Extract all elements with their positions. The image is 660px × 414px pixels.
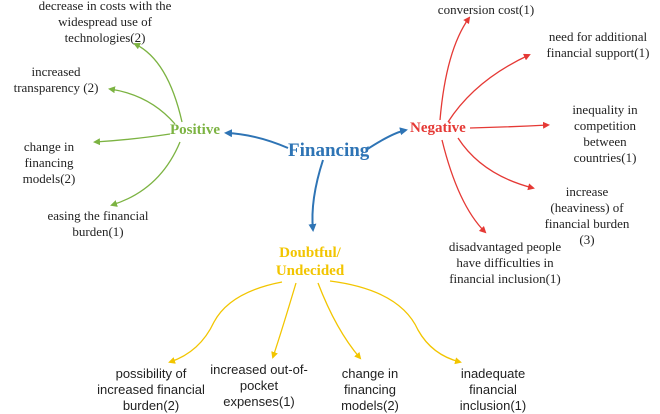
- arrow-doubtful-item-2: [271, 282, 297, 359]
- doubtful-item-2: increased out-of-pocket expenses(1): [210, 362, 308, 409]
- arrow-negative-item-2: [447, 53, 531, 123]
- center-node: Financing: [288, 140, 370, 161]
- arrow-negative-item-3: [469, 121, 550, 129]
- positive-node: Positive: [170, 122, 220, 138]
- arrow-doubtful-item-4: [329, 280, 462, 365]
- doubtful-item-3: change in financing models(2): [341, 366, 399, 413]
- arrow-center-to-doubtful: [308, 159, 324, 232]
- arrow-positive-item-4: [110, 141, 181, 207]
- doubtful-item-4: inadequate financial inclusion(1): [459, 366, 527, 413]
- negative-item-4: increase (heaviness) of financial burden…: [544, 184, 630, 247]
- negative-item-5: disadvantaged people have difficulties i…: [448, 239, 562, 286]
- negative-node: Negative: [410, 120, 466, 136]
- arrow-doubtful-item-1: [168, 281, 283, 364]
- arrow-positive-item-2: [108, 86, 176, 125]
- arrow-center-to-negative: [365, 127, 408, 151]
- arrow-negative-item-1: [439, 16, 471, 121]
- doubtful-node: Doubtful/ Undecided: [268, 244, 352, 280]
- arrow-negative-item-5: [441, 139, 487, 234]
- negative-item-3: inequality in competition between countr…: [572, 102, 638, 165]
- arrow-positive-item-3: [93, 133, 171, 146]
- positive-item-1: decrease in costs with the widespread us…: [38, 0, 172, 45]
- arrow-doubtful-item-3: [317, 282, 362, 360]
- doubtful-item-1: possibility of increased financial burde…: [97, 366, 205, 413]
- positive-item-3: change in financing models(2): [22, 139, 76, 186]
- positive-item-4: easing the financial burden(1): [47, 208, 149, 239]
- doubtful-node-label: Doubtful/ Undecided: [275, 245, 345, 279]
- positive-item-2: increased transparency (2): [13, 64, 99, 95]
- arrow-positive-item-1: [133, 43, 183, 123]
- arrow-center-to-positive: [224, 129, 289, 149]
- negative-item-2: need for additional financial support(1): [546, 29, 650, 60]
- arrow-negative-item-4: [457, 137, 535, 191]
- negative-item-1: conversion cost(1): [437, 2, 535, 17]
